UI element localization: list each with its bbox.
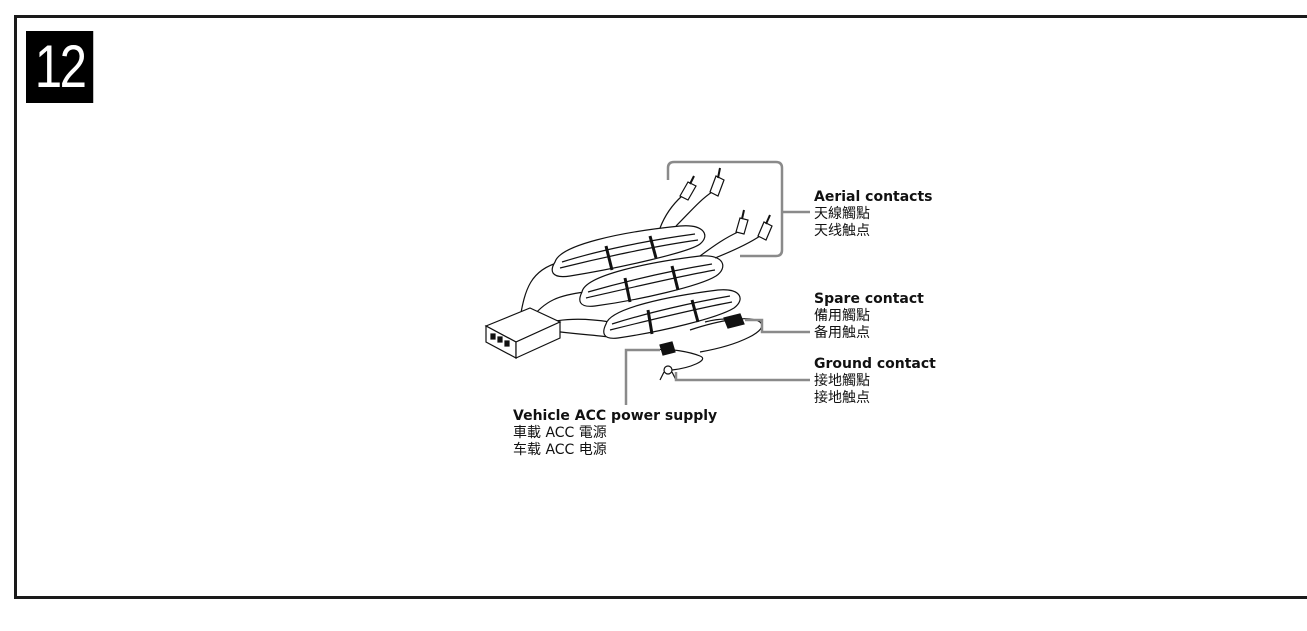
ground-contact-label: Ground contact 接地觸點 接地触点: [814, 356, 936, 406]
vehicle-callout-leader: [624, 348, 660, 405]
aerial-contacts-label: Aerial contacts 天線觸點 天线触点: [814, 189, 933, 239]
ground-callout-leader: [674, 372, 810, 382]
ground-terminal: [659, 365, 677, 381]
aerial-callout-bracket: [666, 160, 784, 258]
aerial-plug-1: [679, 175, 697, 201]
cable-coil-2: [579, 255, 724, 307]
aerial-plug-4: [757, 214, 773, 241]
spare-callout-leader: [745, 318, 810, 334]
aerial-plug-2: [709, 167, 725, 197]
wire: [519, 261, 561, 319]
power-connector: [659, 341, 676, 356]
step-number-badge: 12: [26, 31, 94, 103]
cable-coil-3: [603, 289, 741, 339]
aerial-plug-3: [735, 209, 749, 235]
vehicle-power-label: Vehicle ACC power supply 車載 ACC 電源 车载 AC…: [513, 408, 718, 458]
control-box: [484, 307, 562, 359]
cable-coil-1: [551, 225, 706, 278]
spare-connector: [723, 313, 745, 329]
page-frame: [14, 15, 1307, 599]
spare-contact-label: Spare contact 備用觸點 备用触点: [814, 291, 924, 341]
